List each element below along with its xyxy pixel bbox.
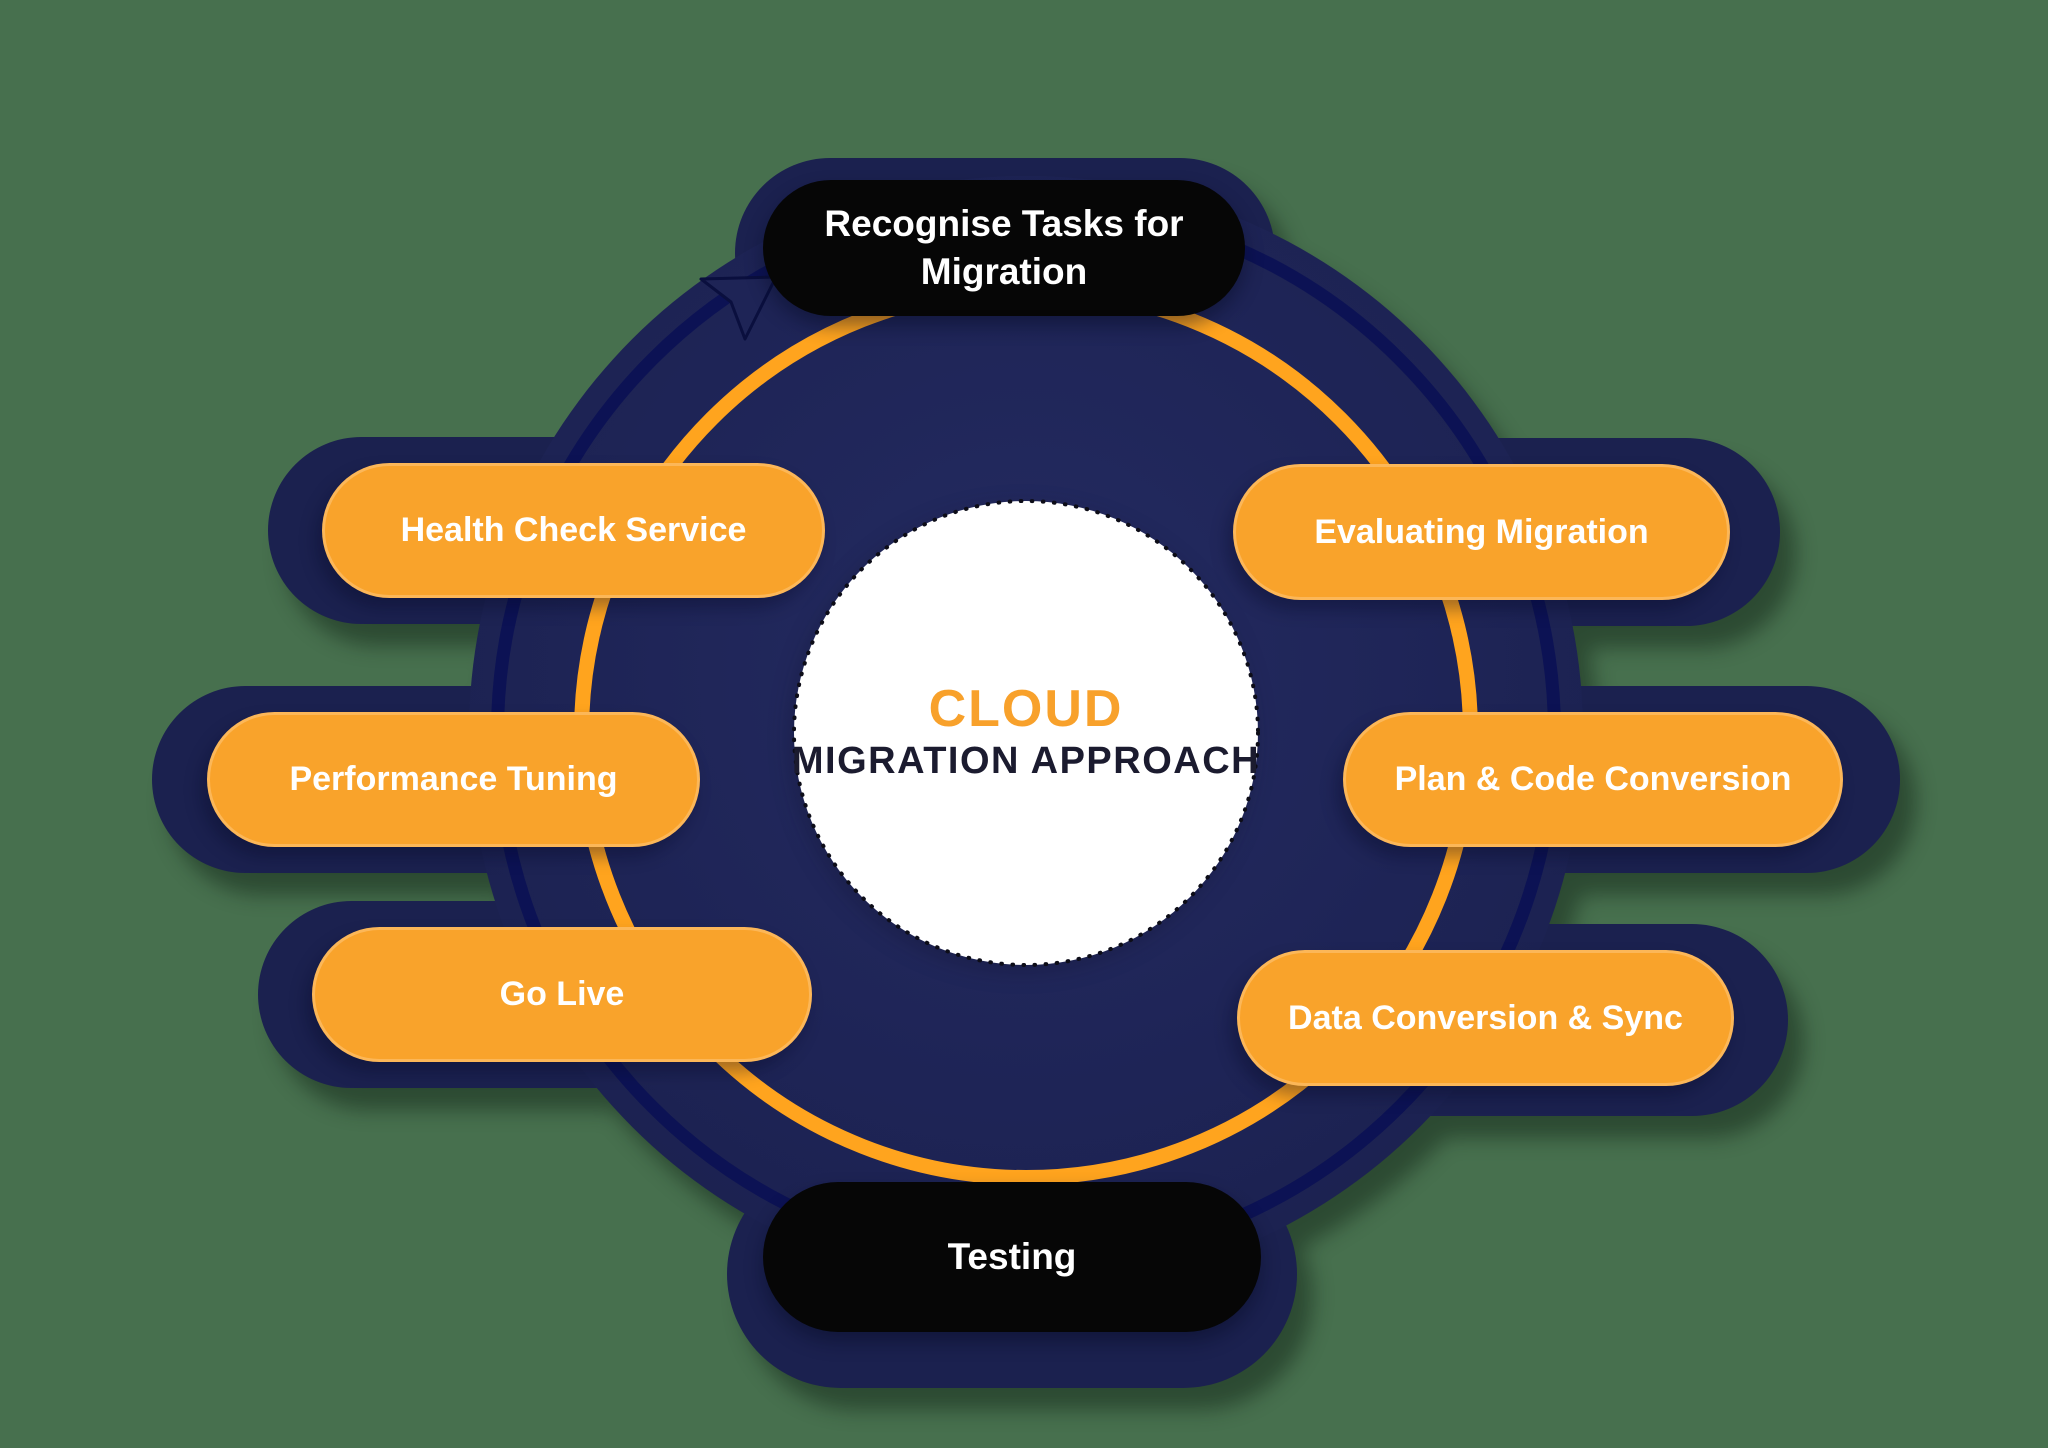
- flow-arrowhead-icon: [699, 275, 778, 341]
- step-label-evaluating-migration: Evaluating Migration: [1314, 512, 1649, 551]
- center-title: CLOUD MIGRATION APPROACH: [787, 494, 1265, 972]
- step-pill-go-live: Go Live: [312, 927, 812, 1062]
- step-label-testing: Testing: [947, 1235, 1077, 1277]
- center-title-line1: CLOUD: [928, 679, 1124, 738]
- step-label-health-check-service: Health Check Service: [400, 511, 747, 549]
- step-label-go-live: Go Live: [499, 975, 625, 1013]
- step-label-performance-tuning: Performance Tuning: [289, 760, 618, 798]
- step-pill-health-check-service: Health Check Service: [322, 463, 825, 598]
- step-pill-data-conversion-sync: Data Conversion & Sync: [1237, 950, 1734, 1086]
- center-title-line2: MIGRATION APPROACH: [791, 739, 1261, 782]
- step-pill-testing: Testing: [763, 1182, 1261, 1332]
- step-label-data-conversion-sync: Data Conversion & Sync: [1288, 998, 1683, 1037]
- center-circle: [792, 499, 1260, 967]
- step-label-recognise-tasks: Recognise Tasks for Migration: [824, 202, 1184, 292]
- step-pill-evaluating-migration: Evaluating Migration: [1233, 464, 1730, 600]
- step-label-plan-code-conversion: Plan & Code Conversion: [1394, 760, 1792, 798]
- step-pill-recognise-tasks: Recognise Tasks for Migration: [763, 180, 1245, 316]
- step-pill-plan-code-conversion: Plan & Code Conversion: [1343, 712, 1843, 847]
- step-pill-performance-tuning: Performance Tuning: [207, 712, 700, 847]
